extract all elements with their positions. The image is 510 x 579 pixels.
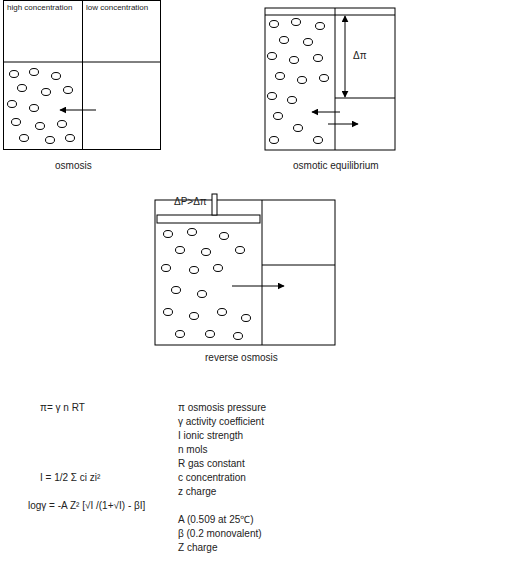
formula-text: π osmosis pressure xyxy=(178,402,266,414)
piston-plate xyxy=(157,215,260,223)
height-arrow xyxy=(345,16,346,97)
figure-caption: Δπ xyxy=(353,50,367,62)
level-marker xyxy=(335,15,395,16)
membrane xyxy=(262,200,263,345)
formula-text: I = 1/2 Σ ci zi² xyxy=(40,472,100,484)
figure-caption: osmotic equilibrium xyxy=(293,160,379,172)
formula-text: γ activity coefficient xyxy=(178,416,264,428)
figure-caption: ΔP>Δπ xyxy=(174,196,207,208)
compartment: low concentration xyxy=(82,0,161,150)
membrane xyxy=(335,8,336,150)
flow-arrow xyxy=(232,286,284,287)
piston-rod xyxy=(212,194,217,215)
liquid-level xyxy=(265,15,335,16)
formula-text: Z charge xyxy=(178,542,217,554)
figure-caption: osmosis xyxy=(55,160,92,172)
formula-text: I ionic strength xyxy=(178,430,243,442)
formula-text: c concentration xyxy=(178,472,246,484)
flow-arrow xyxy=(312,112,340,113)
solute-particles xyxy=(268,19,329,144)
figure-caption: reverse osmosis xyxy=(205,352,278,364)
vessel xyxy=(155,200,335,345)
liquid-level xyxy=(335,98,395,99)
solute-particles xyxy=(8,69,75,144)
formula-text: logγ = -A Z² [√I /(1+√I) - βI] xyxy=(28,500,145,512)
compartment-label: low concentration xyxy=(83,1,160,15)
liquid-level xyxy=(262,265,335,266)
flow-arrow xyxy=(60,110,96,111)
compartment-label: high concentration xyxy=(4,1,82,15)
formula-text: R gas constant xyxy=(178,458,245,470)
solute-particles xyxy=(162,229,251,340)
vessel xyxy=(265,8,395,150)
formula-text: n mols xyxy=(178,444,207,456)
flow-arrow xyxy=(328,124,358,125)
formula-text: z charge xyxy=(178,486,216,498)
formula-text: A (0.509 at 25℃) xyxy=(178,514,254,526)
formula-text: β (0.2 monovalent) xyxy=(178,528,262,540)
compartment: high concentration xyxy=(3,0,83,150)
formula-text: π= γ n RT xyxy=(40,402,85,414)
